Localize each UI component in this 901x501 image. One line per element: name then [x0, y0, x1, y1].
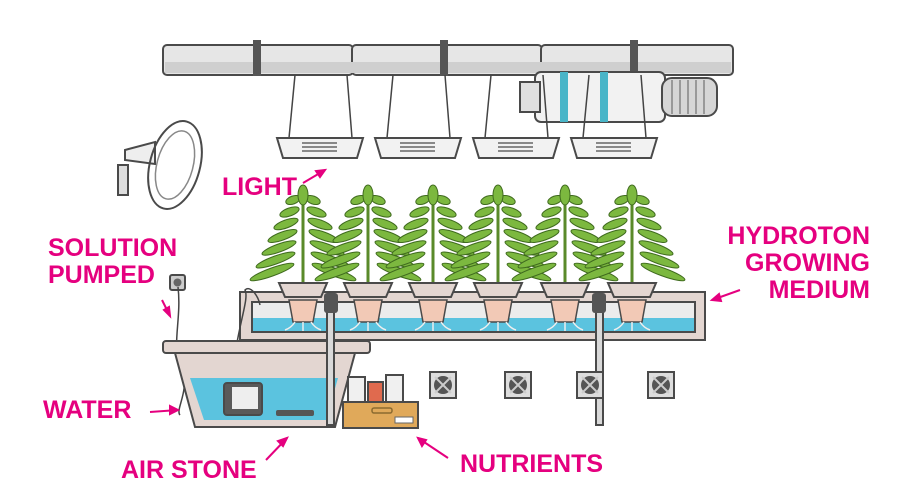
pot [342, 282, 394, 298]
label-solution-pumped-2: PUMPED [48, 261, 155, 289]
net-cup [617, 299, 647, 323]
label-water: WATER [43, 396, 131, 424]
plants [249, 184, 686, 331]
reservoir [162, 340, 371, 428]
pot [277, 282, 329, 298]
grow-light [471, 74, 561, 159]
net-cup [483, 299, 513, 323]
net-cup [418, 299, 448, 323]
exhaust-fans [429, 371, 675, 399]
pot [606, 282, 658, 298]
label-arrows [149, 168, 741, 461]
label-hydroton-2: GROWING [745, 249, 870, 277]
label-nutrients: NUTRIENTS [460, 450, 603, 478]
grow-light [275, 74, 365, 159]
pot [472, 282, 524, 298]
label-light: LIGHT [222, 173, 297, 201]
label-air-stone: AIR STONE [121, 456, 257, 484]
net-cup [550, 299, 580, 323]
label-hydroton-1: HYDROTON [727, 222, 870, 250]
exhaust-fan [576, 371, 604, 399]
exhaust-fan [647, 371, 675, 399]
grow-lights [275, 74, 659, 159]
plant [444, 184, 552, 331]
grow-light [373, 74, 463, 159]
label-solution-pumped-1: SOLUTION [48, 234, 177, 262]
net-cup [353, 299, 383, 323]
feed-pipe [595, 299, 604, 426]
return-pipe [326, 299, 335, 426]
exhaust-fan [429, 371, 457, 399]
pot [407, 282, 459, 298]
plant [511, 184, 619, 331]
inline-fan-unit [519, 71, 718, 123]
air-stone [276, 410, 314, 416]
exhaust-fan [504, 371, 532, 399]
plant [578, 184, 686, 331]
wall-fan [117, 120, 203, 210]
pot [539, 282, 591, 298]
nutrient-box [342, 374, 419, 429]
label-hydroton-3: MEDIUM [769, 276, 870, 304]
grow-light [569, 74, 659, 159]
ceiling-pipe [162, 40, 734, 76]
net-cup [288, 299, 318, 323]
